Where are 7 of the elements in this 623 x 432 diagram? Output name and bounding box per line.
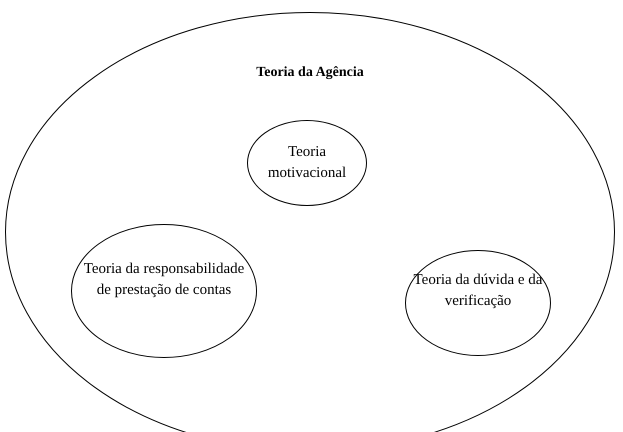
node-label: Teoria da dúvida e da verificação xyxy=(413,271,543,311)
oval-node xyxy=(405,250,551,356)
node-label: Teoria motivacional xyxy=(266,143,348,183)
oval-node xyxy=(71,224,257,358)
group-title: Teoria da Agência xyxy=(255,64,365,82)
oval-node xyxy=(247,120,367,206)
node-label: Teoria da responsabilidade de prestação de contas xyxy=(82,260,246,300)
